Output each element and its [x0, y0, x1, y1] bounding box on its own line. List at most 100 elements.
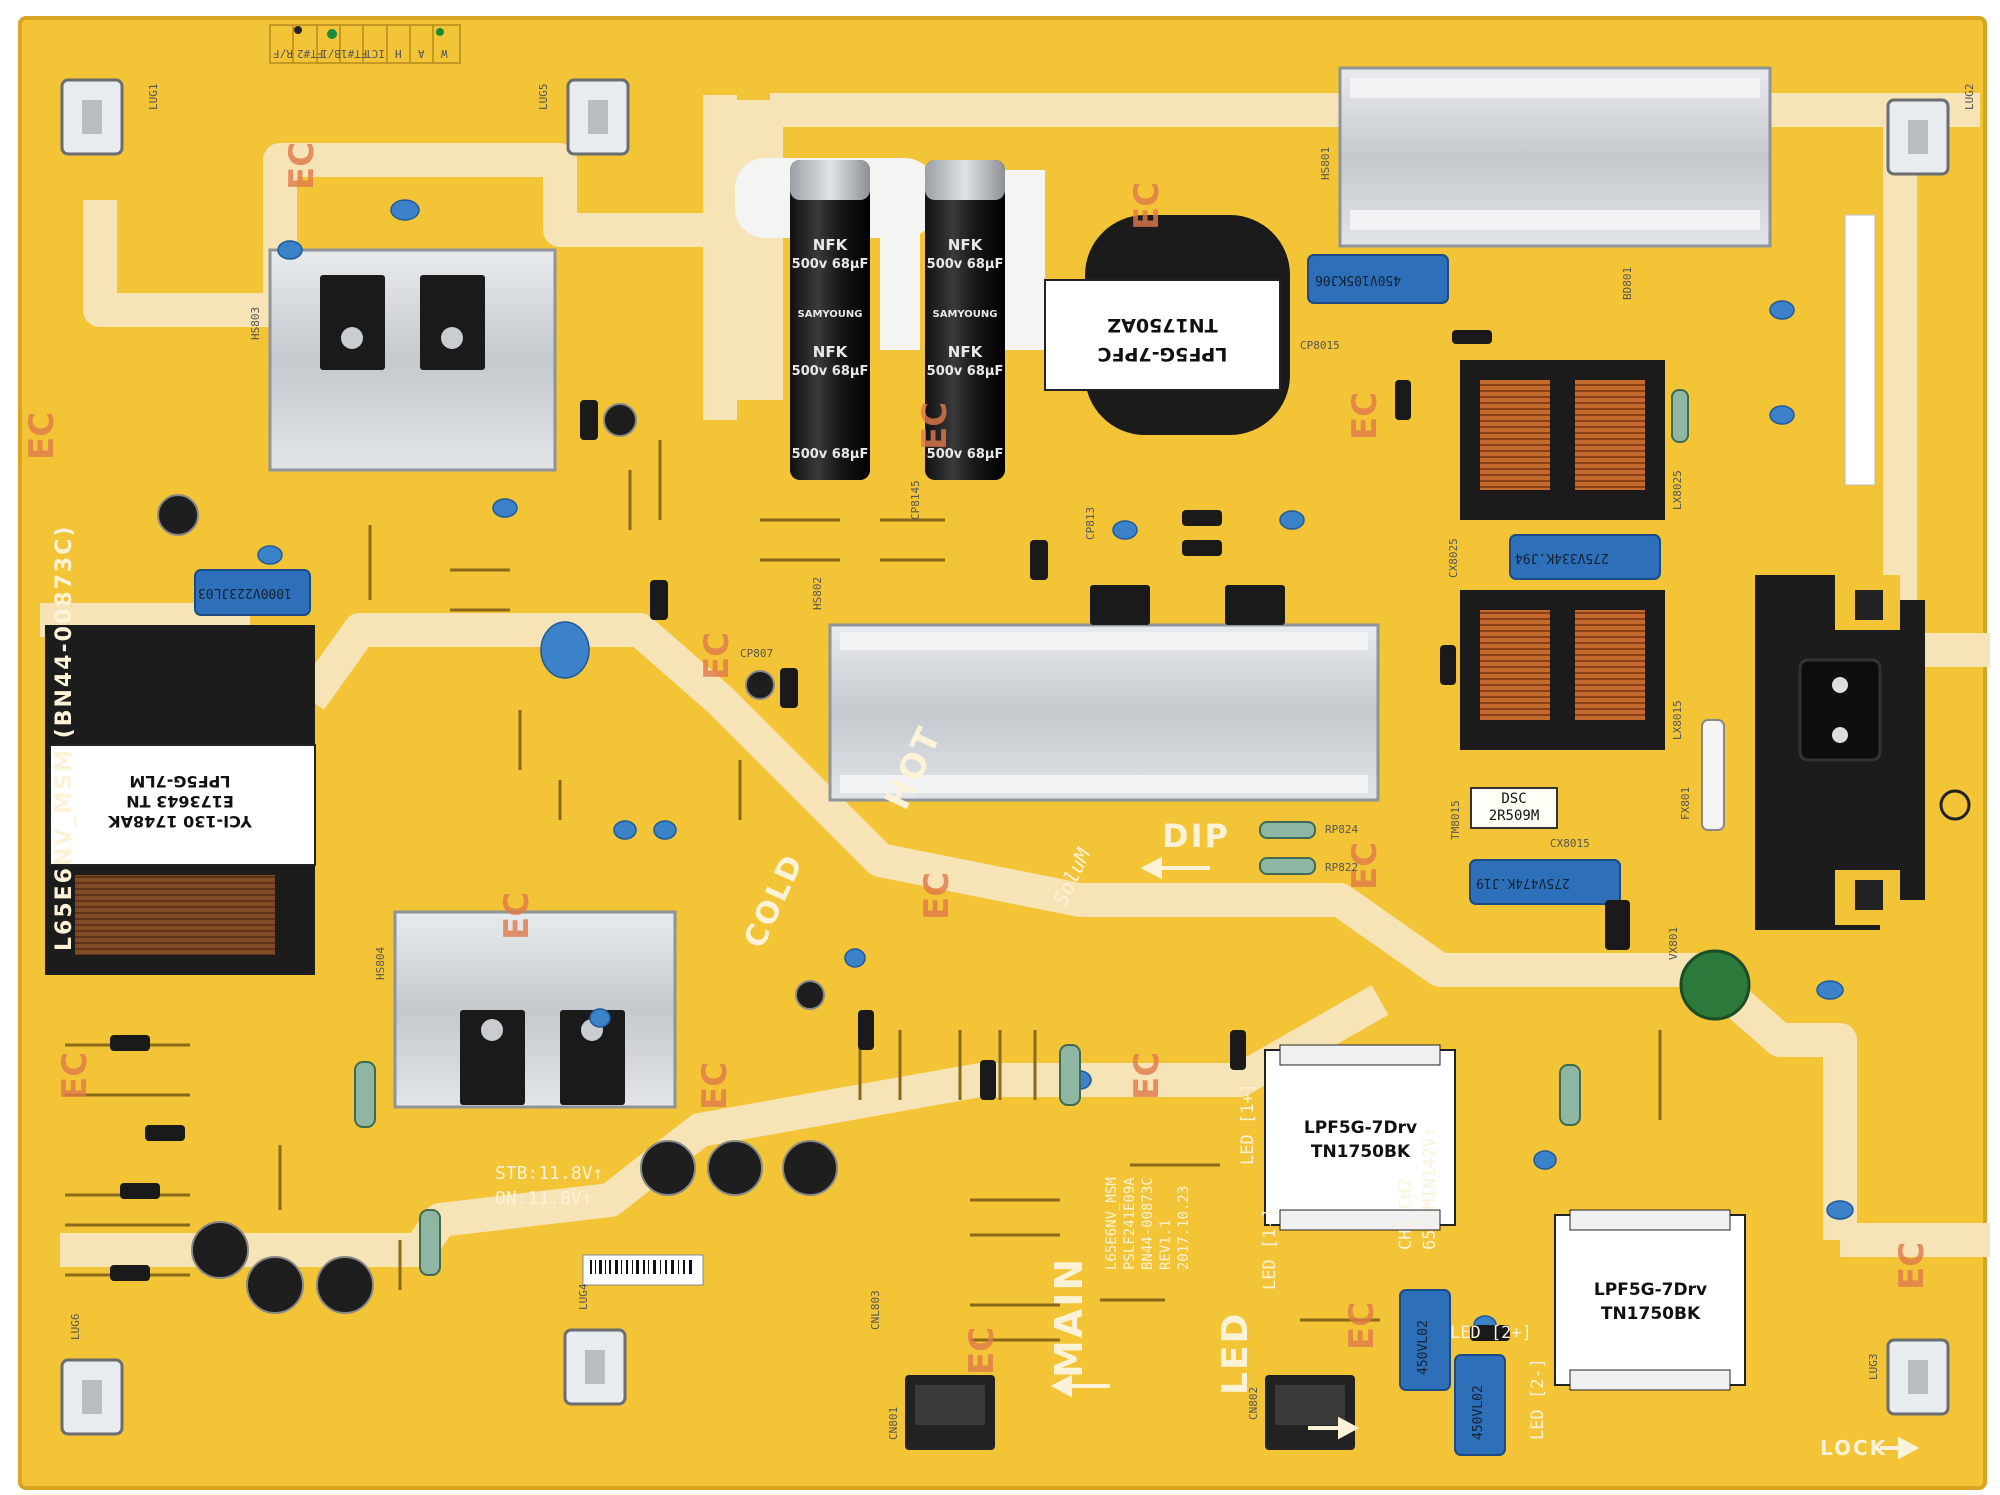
dsc-line-1: DSC — [1501, 791, 1527, 807]
serial-sticker — [1844, 214, 1876, 486]
led-label: LED — [1215, 1311, 1256, 1395]
ref-lug1: LUG1 — [147, 83, 160, 111]
ref-lx8015: LX8015 — [1671, 700, 1684, 740]
disc-caps — [257, 199, 1854, 1335]
ref-lx8025: LX8025 — [1671, 470, 1684, 510]
ref-lug4: LUG4 — [577, 1283, 590, 1311]
ref-lug6: LUG6 — [69, 1313, 82, 1341]
strip-bi: B/I — [321, 47, 341, 60]
ref-cp813: CP813 — [1084, 506, 1097, 540]
drv1-line-1: LPF5G-7Drv — [1303, 1118, 1418, 1138]
led2m-label: LED [2-] — [1528, 1358, 1548, 1440]
strip-w: W — [441, 47, 448, 60]
ec-mark-1: EC — [282, 141, 322, 190]
film-caps — [194, 254, 1661, 1456]
ec-mark-13: EC — [1342, 1301, 1382, 1350]
cap2-brand-b: NFK — [947, 343, 983, 361]
stb-note-2: ON:11.8V↑ — [495, 1188, 593, 1209]
led2p-label: LED [2+] — [1450, 1323, 1532, 1343]
resistors — [354, 389, 1689, 1276]
cap2-rating: 500v 68μF — [926, 257, 1004, 272]
ec-mark-6: EC — [697, 631, 737, 680]
heatsink-hs801 — [1338, 66, 1772, 248]
ec-mark-3: EC — [1127, 181, 1167, 230]
heatsink-hs804 — [393, 910, 677, 1109]
cap1-maker: SAMYOUNG — [797, 309, 863, 320]
lock-label: LOCK — [1820, 1436, 1888, 1460]
model-line-5: 2017.10.23 — [1176, 1185, 1192, 1270]
ec-mark-14: EC — [1892, 1241, 1932, 1290]
bulk-capacitors — [735, 158, 1045, 480]
strip-ft1: FT#1 — [341, 47, 368, 60]
film-cap-3: 275V474K.J19 — [1476, 875, 1570, 890]
board-part-number: L65E6NV_MSM (BN44-00873C) — [52, 524, 77, 951]
strip-ft2: FT#2 — [297, 47, 324, 60]
ref-lug2: LUG2 — [1963, 83, 1976, 111]
standby-line-3: YCI-130 1748AK — [108, 812, 252, 831]
pfc-line-2: TN1750AZ — [1107, 314, 1218, 336]
dsc-line-2: 2R509M — [1488, 807, 1540, 824]
cap2-maker: SAMYOUNG — [932, 309, 998, 320]
ec-mark-15: EC — [962, 1326, 1002, 1375]
film-cap-2: 275V334K.J94 — [1515, 550, 1609, 565]
ec-mark-8: EC — [917, 871, 957, 920]
led1m-label: LED [1-] — [1260, 1208, 1280, 1290]
ref-cnl803: CNL803 — [869, 1290, 882, 1330]
led1p-label: LED [1+] — [1238, 1083, 1258, 1165]
ref-hs801: HS801 — [1319, 146, 1332, 180]
transistors — [320, 275, 1285, 1105]
dsc-badge: DSC 2R509M — [1470, 787, 1558, 829]
heatsink-hs803 — [268, 248, 557, 472]
standby-line-2: E173643 TN — [126, 792, 234, 811]
lugs — [60, 78, 1950, 1436]
film-cap-1: 450V105KJ06 — [1315, 272, 1402, 287]
ec-mark-10: EC — [695, 1061, 735, 1110]
ref-cp8145: CP8145 — [909, 480, 922, 520]
model-line-1: L65E6NV_MSM — [1104, 1177, 1120, 1270]
ch-note-1: CH1,CH2 — [1396, 1178, 1416, 1250]
top-strip — [269, 24, 461, 64]
main-label: MAIN — [1047, 1256, 1091, 1378]
cap1-brand: NFK — [812, 236, 848, 254]
fuse — [1701, 719, 1725, 831]
film-cap-6: 450VL02 — [1471, 1385, 1486, 1440]
ref-cn801: CN801 — [887, 1406, 900, 1440]
ec-mark-7: EC — [497, 891, 537, 940]
standby-line-1: LPF5G-7LM — [129, 772, 231, 791]
strip-a: A — [418, 47, 425, 60]
drv-transformers — [1264, 1044, 1746, 1391]
cap2-brand: NFK — [947, 236, 983, 254]
ref-cx8015: CX8015 — [1550, 837, 1590, 850]
pfc-inductor — [1044, 215, 1290, 435]
ref-cp807: CP807 — [740, 647, 774, 660]
model-line-4: REV1.1 — [1158, 1219, 1174, 1270]
strip-rf: R/F — [273, 47, 293, 60]
strip-h: H — [395, 47, 402, 60]
pfc-line-1: LPF5G-7PFC — [1097, 343, 1228, 365]
ref-hs803: HS803 — [249, 306, 262, 340]
dip-label: DIP — [1162, 817, 1230, 855]
ref-cp8015: CP8015 — [1300, 339, 1340, 352]
heatsink-hs802 — [828, 623, 1380, 802]
ref-vx801: VX801 — [1667, 926, 1680, 960]
cap1-rating-c: 500v 68μF — [791, 447, 869, 462]
film-cap-5: 450VL02 — [1416, 1320, 1431, 1375]
cap1-rating-b: 500v 68μF — [791, 364, 869, 379]
ref-rp824: RP824 — [1325, 823, 1359, 836]
stb-note-1: STB:11.8V↑ — [495, 1163, 604, 1184]
drv2-line-1: LPF5G-7Drv — [1593, 1280, 1708, 1300]
ec-mark-5: EC — [1345, 391, 1385, 440]
ref-hs802: HS802 — [811, 576, 824, 610]
drv2-line-2: TN1750BK — [1600, 1304, 1701, 1324]
model-line-3: BN44-00873C — [1140, 1177, 1156, 1270]
ref-lug5: LUG5 — [537, 83, 550, 111]
emi-chokes — [1460, 360, 1665, 750]
drv1-line-2: TN1750BK — [1310, 1142, 1411, 1162]
cap2-rating-c: 500v 68μF — [926, 447, 1004, 462]
standby-transformer — [45, 625, 316, 975]
ref-tm8015: TM8015 — [1449, 800, 1462, 840]
ref-fx801: FX801 — [1679, 786, 1692, 820]
strip-ict: ICT — [365, 47, 385, 60]
cap1-brand-b: NFK — [812, 343, 848, 361]
